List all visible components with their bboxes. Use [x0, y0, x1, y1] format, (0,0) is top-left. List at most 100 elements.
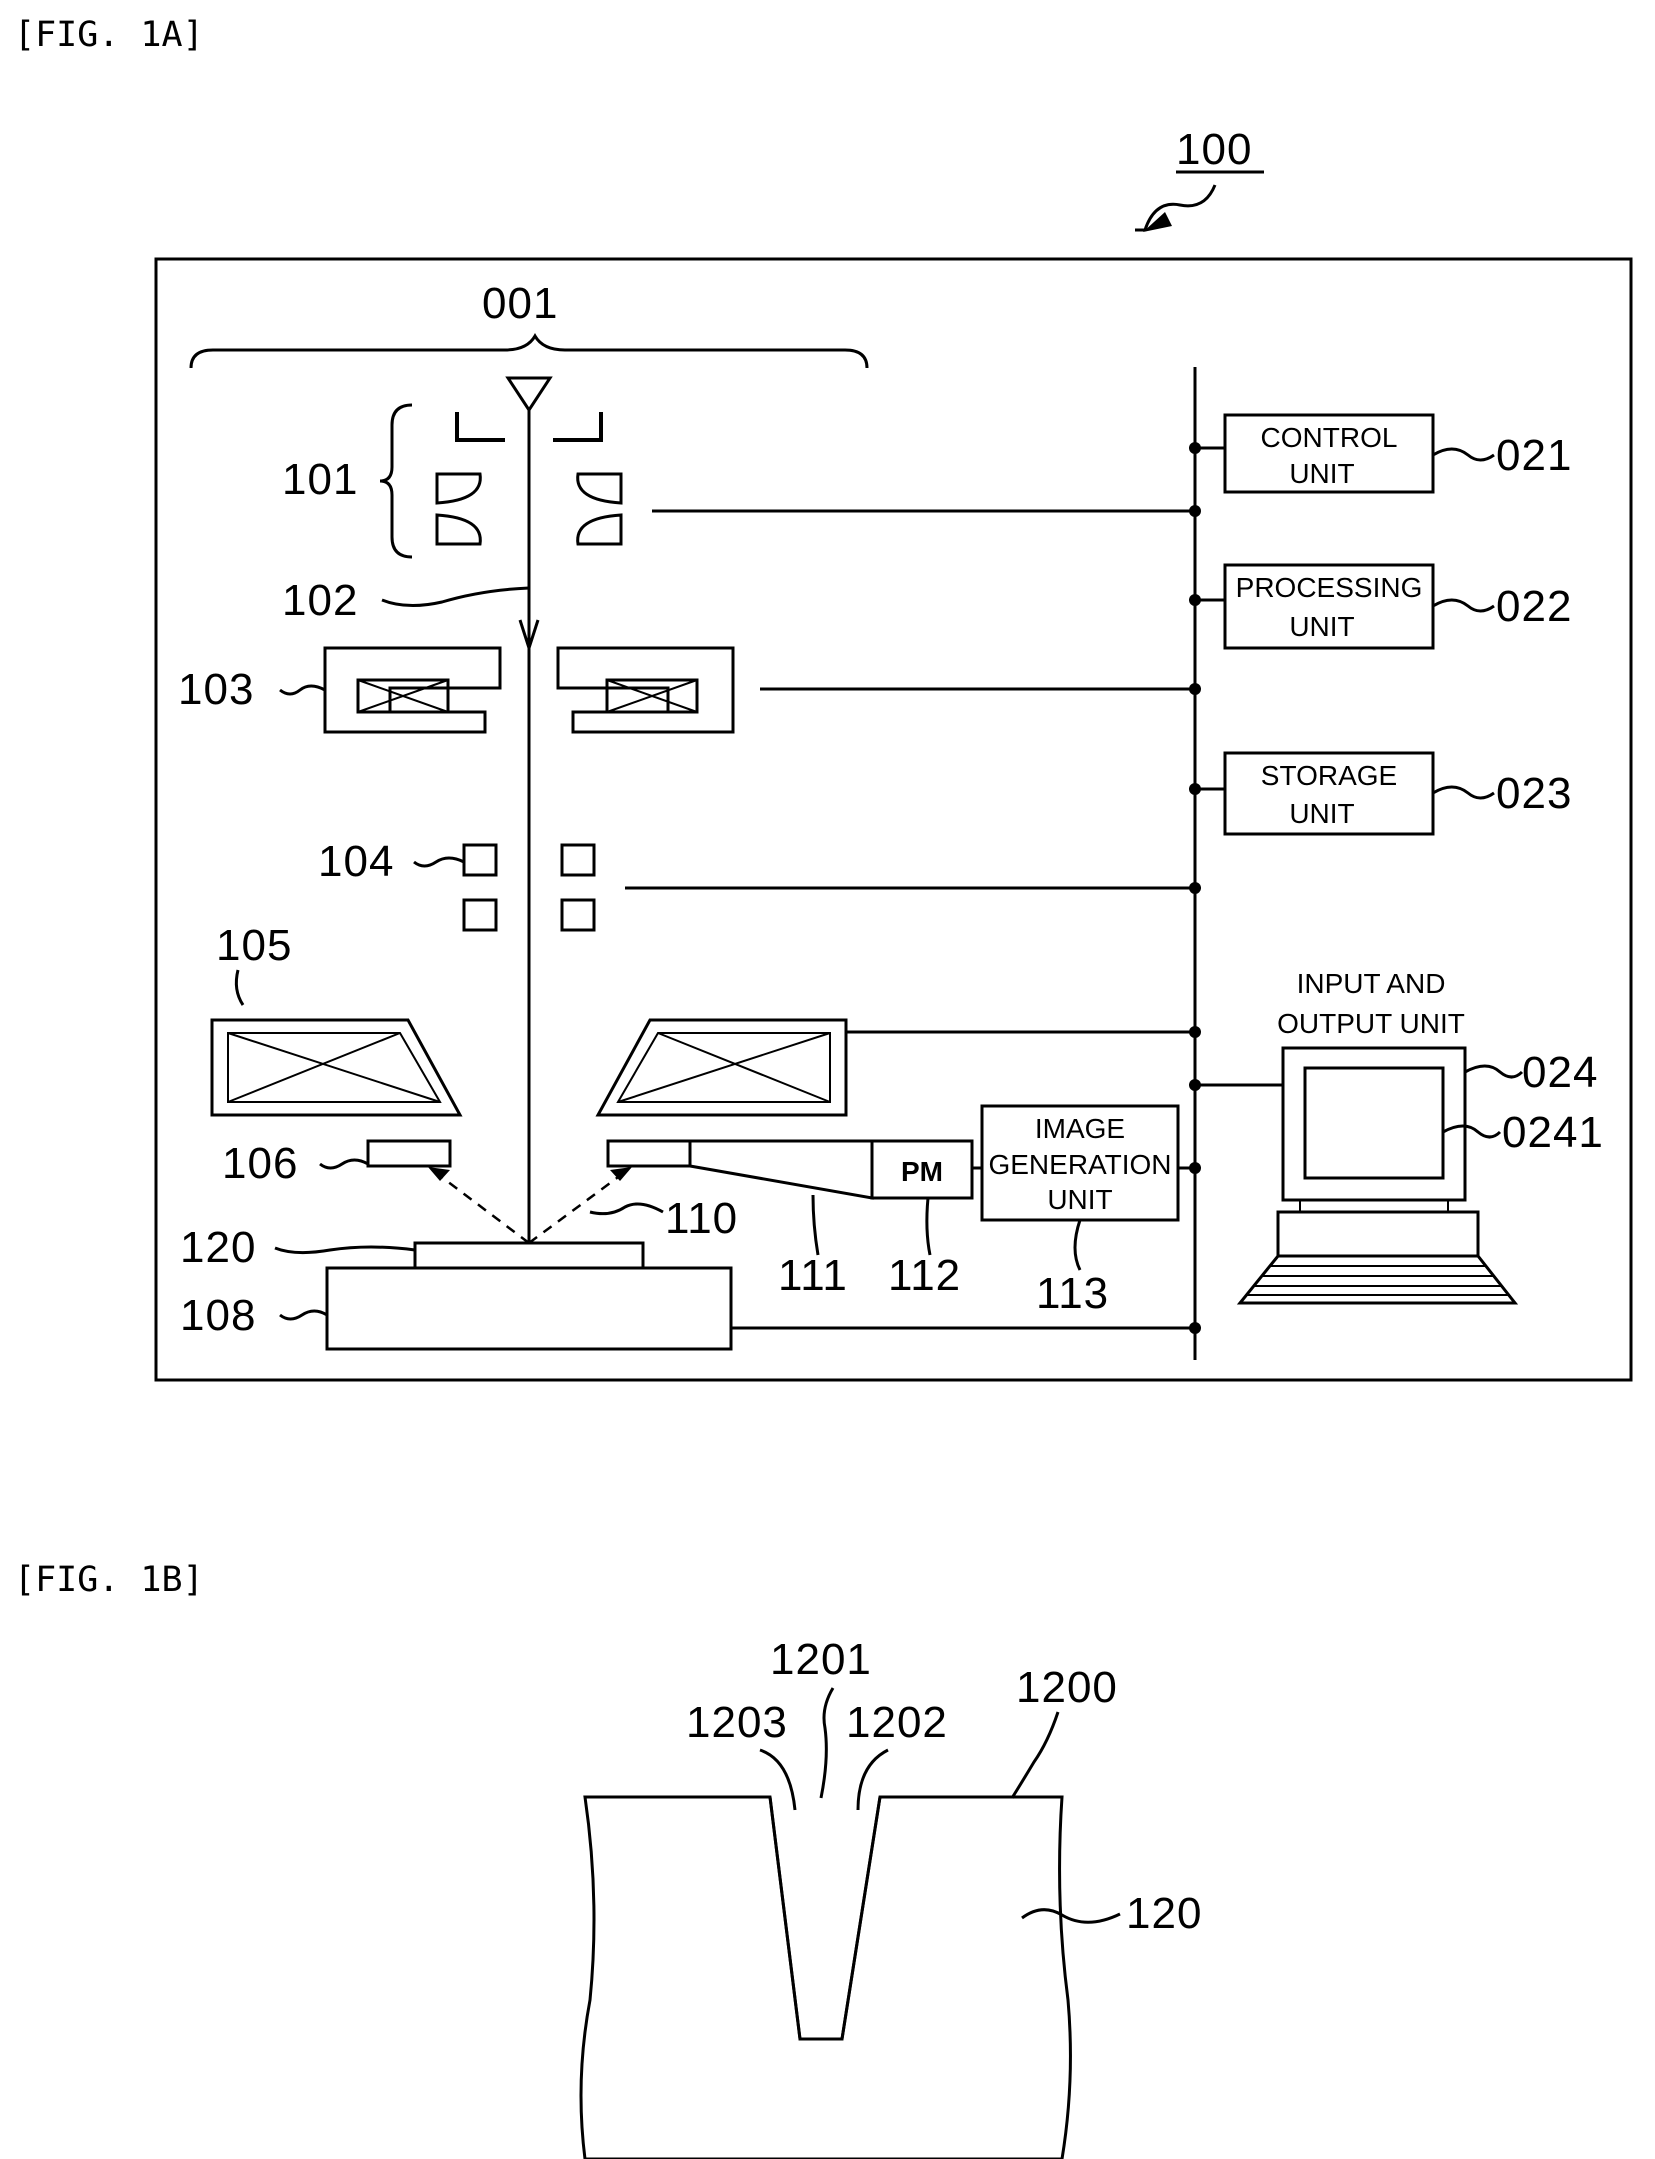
ref-111-leader [813, 1195, 818, 1255]
control-unit-line-2: UNIT [1289, 458, 1354, 489]
light-guide [690, 1141, 872, 1198]
lens-electrode-right-1 [578, 474, 621, 503]
ref-021: 021 [1496, 431, 1572, 480]
ref-023: 023 [1496, 769, 1572, 818]
objective-lens-right-cross [618, 1033, 830, 1102]
bus-node [1189, 683, 1201, 695]
ref-103: 103 [178, 665, 254, 714]
pm-label: PM [901, 1156, 943, 1187]
ref-113: 113 [1036, 1269, 1109, 1318]
column-brace [191, 336, 867, 368]
ref-024: 024 [1522, 1048, 1598, 1097]
ref-1203-leader [760, 1750, 795, 1810]
ref-1201-leader [821, 1688, 833, 1798]
image-generation-line-2: GENERATION [988, 1149, 1171, 1180]
ref-108: 108 [180, 1291, 256, 1340]
io-unit-line-2: OUTPUT UNIT [1277, 1008, 1465, 1039]
ref-103-leader [280, 686, 325, 694]
ref-022-leader [1433, 600, 1494, 611]
ref-113-leader [1075, 1220, 1080, 1270]
ref-120: 120 [180, 1223, 256, 1272]
trench-1201 [770, 1797, 880, 2039]
ref-110: 110 [665, 1194, 738, 1243]
ref-111: 111 [778, 1251, 848, 1300]
electrode-right-top [553, 412, 601, 440]
computer-base [1278, 1212, 1478, 1256]
ref-1202-leader [858, 1750, 888, 1810]
arrow-left-icon [428, 1167, 450, 1181]
ref-001: 001 [482, 279, 558, 328]
ref-104-leader [414, 858, 464, 866]
ref-102: 102 [282, 576, 358, 625]
storage-unit-line-1: STORAGE [1261, 760, 1397, 791]
detector-left [368, 1141, 450, 1166]
bus-node [1189, 1322, 1201, 1334]
keyboard-rows [1247, 1266, 1509, 1295]
scattered-electron-right [529, 1172, 625, 1243]
scattered-electron-left [435, 1172, 529, 1243]
ref-021-leader [1433, 449, 1494, 460]
ref-1203: 1203 [686, 1698, 788, 1747]
fig-1a-label: [FIG. 1A] [14, 15, 204, 55]
ref-101: 101 [282, 455, 358, 504]
ref-1200: 1200 [1016, 1663, 1118, 1712]
ref-100-leader [1135, 185, 1215, 230]
ref-1b-120: 120 [1126, 1889, 1202, 1938]
deflector-4 [562, 900, 594, 930]
substrate-120 [581, 1797, 1070, 2159]
bus-node [1189, 505, 1201, 517]
fig-1b-label: [FIG. 1B] [14, 1560, 204, 1600]
image-generation-line-1: IMAGE [1035, 1113, 1125, 1144]
ref-112: 112 [888, 1251, 961, 1300]
bus-node [1189, 1162, 1201, 1174]
deflector-2 [562, 845, 594, 875]
ref-100: 100 [1176, 125, 1252, 174]
coil-right-cross [607, 680, 697, 712]
sample-120 [415, 1243, 643, 1268]
electrode-left-top [457, 412, 505, 440]
bus-node [1189, 882, 1201, 894]
deflector-1 [464, 845, 496, 875]
processing-unit-line-1: PROCESSING [1236, 572, 1423, 603]
ref-106-leader [320, 1160, 368, 1168]
ref-1201: 1201 [770, 1635, 872, 1684]
ref-104: 104 [318, 837, 394, 886]
ref-0241-leader [1443, 1126, 1500, 1137]
monitor-stand [1300, 1200, 1448, 1212]
ref-102-leader [382, 588, 529, 606]
monitor-screen [1305, 1068, 1443, 1178]
lens-electrode-left-2 [437, 515, 480, 544]
arrow-right-icon [610, 1167, 632, 1181]
ref-0241: 0241 [1502, 1108, 1604, 1157]
condenser-lens-right [558, 648, 733, 732]
stage-108 [327, 1268, 731, 1349]
ref-106: 106 [222, 1139, 298, 1188]
coil-left-cross [358, 680, 448, 712]
ref-108-leader [280, 1311, 327, 1319]
objective-lens-left-cross [228, 1033, 440, 1102]
ref-110-leader [590, 1204, 663, 1214]
ref-1b-120-leader [1022, 1910, 1120, 1923]
ref-1200-leader [1012, 1712, 1058, 1798]
ref-112-leader [927, 1198, 930, 1255]
lens-electrode-right-2 [578, 515, 621, 544]
ref-101-brace [380, 405, 412, 557]
electron-gun-icon [508, 378, 550, 410]
image-generation-line-3: UNIT [1047, 1184, 1112, 1215]
io-unit-line-1: INPUT AND [1297, 968, 1446, 999]
bus-node [1189, 1026, 1201, 1038]
deflector-3 [464, 900, 496, 930]
storage-unit-line-2: UNIT [1289, 798, 1354, 829]
control-unit-line-1: CONTROL [1261, 422, 1398, 453]
ref-120-leader [275, 1247, 415, 1253]
processing-unit-line-2: UNIT [1289, 611, 1354, 642]
condenser-lens-left [325, 648, 500, 732]
ref-105-leader [236, 970, 243, 1005]
ref-024-leader [1465, 1066, 1522, 1077]
detector-right [608, 1141, 690, 1166]
ref-023-leader [1433, 787, 1494, 798]
ref-105: 105 [216, 921, 292, 970]
lens-electrode-left-1 [437, 474, 480, 503]
ref-022: 022 [1496, 582, 1572, 631]
